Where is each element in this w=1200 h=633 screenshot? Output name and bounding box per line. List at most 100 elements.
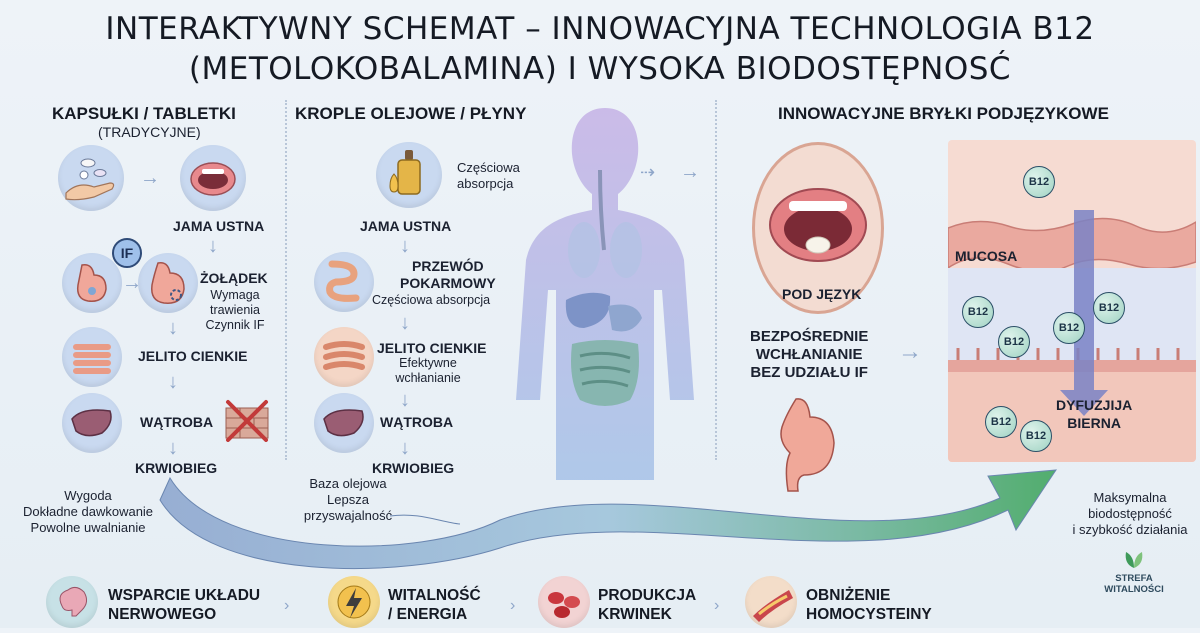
col1-jama-label: JAMA USTNA bbox=[173, 218, 265, 234]
result-note: Maksymalna biodostępność i szybkość dzia… bbox=[1060, 490, 1200, 538]
arrow-down-icon: ↓ bbox=[400, 312, 410, 334]
chevron-right-icon: › bbox=[510, 597, 516, 614]
arrow-right-icon: → bbox=[122, 272, 142, 294]
col1-watroba-label: WĄTROBA bbox=[140, 414, 214, 430]
arrow-right-icon: → bbox=[898, 338, 922, 365]
stomach-icon bbox=[138, 253, 198, 313]
note-line: Efektywne bbox=[399, 356, 457, 370]
logo-line: STREFA bbox=[1115, 573, 1153, 584]
col2-przewod-note: Częściowa absorpcja bbox=[372, 293, 491, 307]
label-line: BEZ UDZIAŁU IF bbox=[750, 364, 868, 381]
note-line: Lepsza bbox=[327, 492, 369, 507]
benefit-line: / ENERGIA bbox=[388, 606, 468, 623]
arrow-down-icon: ↓ bbox=[208, 235, 218, 257]
benefit-line: OBNIŻENIE bbox=[806, 587, 891, 604]
label-line: BEZPOŚREDNIE bbox=[750, 328, 869, 345]
col2-przewod-label: PRZEWÓD POKARMOWY bbox=[400, 258, 496, 292]
benefit-line: KRWINEK bbox=[598, 606, 672, 623]
arrow-down-icon: ↓ bbox=[168, 371, 178, 393]
liver-icon bbox=[62, 393, 122, 453]
separator-1 bbox=[285, 100, 287, 460]
label-line: PRZEWÓD bbox=[412, 258, 484, 274]
logo-line: WITALNOŚCI bbox=[1104, 584, 1164, 595]
if-factor-badge: IF bbox=[112, 238, 142, 268]
label-line: DYFUZJIJA bbox=[1056, 397, 1133, 413]
col2-notes: Baza olejowa Lepsza przyswajalność bbox=[282, 476, 414, 524]
vessel-icon bbox=[745, 576, 797, 628]
brain-icon bbox=[46, 576, 98, 628]
note-line: biodostępność bbox=[1088, 506, 1172, 521]
col2-jama-label: JAMA USTNA bbox=[360, 218, 452, 234]
benefit-line: HOMOCYSTEINY bbox=[806, 606, 932, 623]
col2-jelito-label: JELITO CIENKIE bbox=[377, 340, 487, 356]
intestine-icon bbox=[314, 327, 374, 387]
energy-icon bbox=[328, 576, 380, 628]
note-line: Czynnik IF bbox=[205, 318, 265, 332]
col2-jelito-note: Efektywne wchłanianie bbox=[395, 356, 461, 386]
b12-molecule: B12 bbox=[1020, 420, 1052, 452]
b12-molecule: B12 bbox=[1023, 166, 1055, 198]
benefit-line: WSPARCIE UKŁADU bbox=[108, 587, 261, 604]
benefit-line: PRODUKCJA bbox=[598, 587, 697, 604]
human-body-figure bbox=[500, 100, 710, 480]
chevron-right-icon: › bbox=[714, 597, 720, 614]
absorption-arrow-icon: ⇢ bbox=[640, 162, 656, 182]
arrow-right-icon: → bbox=[140, 167, 160, 189]
arrow-right-icon: → bbox=[680, 161, 700, 183]
b12-molecule: B12 bbox=[1093, 292, 1125, 324]
col2-watroba-label: WĄTROBA bbox=[380, 414, 454, 430]
stomach-enzymes-icon bbox=[62, 253, 122, 313]
col1-krwiobieg-label: KRWIOBIEG bbox=[135, 460, 218, 476]
note-line: Wygoda bbox=[64, 488, 112, 503]
liver-icon bbox=[314, 393, 374, 453]
stomach-icon bbox=[768, 395, 848, 495]
col3-header: INNOWACYJNE BRYŁKI PODJĘZYKOWE bbox=[778, 104, 1109, 123]
benefit-nervous-system: WSPARCIE UKŁADU NERWOWEGO bbox=[108, 586, 260, 624]
b12-molecule: B12 bbox=[985, 406, 1017, 438]
note-line: Maksymalna bbox=[1093, 490, 1167, 505]
mouth-icon bbox=[180, 145, 246, 211]
b12-molecule: B12 bbox=[998, 326, 1030, 358]
label-line: POKARMOWY bbox=[400, 275, 496, 291]
b12-molecule: B12 bbox=[1053, 312, 1085, 344]
note-line: Dokładne dawkowanie bbox=[22, 504, 154, 519]
benefit-blood-cells: PRODUKCJA KRWINEK bbox=[598, 586, 696, 624]
hand-pills-icon bbox=[58, 145, 124, 211]
label-line: WCHŁANIANIE bbox=[755, 346, 863, 363]
arrow-down-icon: ↓ bbox=[168, 317, 178, 339]
b12-molecule: B12 bbox=[962, 296, 994, 328]
note-line: i szybkość działania bbox=[1072, 522, 1188, 537]
col2-header: KROPLE OLEJOWE / PŁYNY bbox=[295, 104, 527, 123]
title-line-1: INTERAKTYWNY SCHEMAT – INNOWACYJNA TECHN… bbox=[105, 11, 1095, 47]
title-line-2: (METOLOKOBALAMINA) I WYSOKA BIODOSTĘPNOS… bbox=[188, 51, 1012, 87]
benefit-line: WITALNOŚĆ bbox=[388, 587, 481, 604]
separator-2 bbox=[715, 100, 717, 460]
col2-partial-note: Częściowa absorpcja bbox=[457, 160, 520, 192]
blood-cells-icon bbox=[538, 576, 590, 628]
col1-zoladek-label: ŻOŁĄDEK bbox=[200, 270, 268, 286]
benefit-homocysteine: OBNIŻENIE HOMOCYSTEINY bbox=[806, 586, 932, 624]
arrow-down-icon: ↓ bbox=[400, 235, 410, 257]
sublingual-label: POD JĘZYK bbox=[782, 286, 862, 302]
note-line: Baza olejowa bbox=[309, 476, 387, 491]
benefit-energy: WITALNOŚĆ / ENERGIA bbox=[388, 586, 481, 624]
passive-diffusion-label: DYFUZJIJA BIERNA bbox=[1056, 396, 1132, 432]
col1-subheader: (TRADYCYJNE) bbox=[98, 124, 201, 140]
sublingual-mouth-icon bbox=[752, 142, 884, 314]
benefit-line: NERWOWEGO bbox=[108, 606, 217, 623]
arrow-down-icon: ↓ bbox=[168, 437, 178, 459]
col1-zoladek-note: Wymaga trawienia Czynnik IF bbox=[205, 288, 265, 333]
note-line: Częściowa bbox=[457, 160, 520, 175]
note-line: Wymaga bbox=[210, 288, 260, 302]
chevron-right-icon: › bbox=[284, 597, 290, 614]
col1-header: KAPSUŁKI / TABLETKI bbox=[52, 104, 236, 123]
note-line: wchłanianie bbox=[395, 371, 461, 385]
leaf-logo-icon bbox=[1120, 548, 1148, 570]
col1-notes: Wygoda Dokładne dawkowanie Powolne uwaln… bbox=[8, 488, 168, 536]
mucosa-label: MUCOSA bbox=[955, 248, 1018, 264]
arrow-down-icon: ↓ bbox=[400, 389, 410, 411]
note-line: absorpcja bbox=[457, 176, 514, 191]
direct-absorption-label: BEZPOŚREDNIE WCHŁANIANIE BEZ UDZIAŁU IF bbox=[750, 328, 868, 382]
dropper-icon bbox=[376, 142, 442, 208]
blocked-wall-icon bbox=[222, 398, 272, 442]
